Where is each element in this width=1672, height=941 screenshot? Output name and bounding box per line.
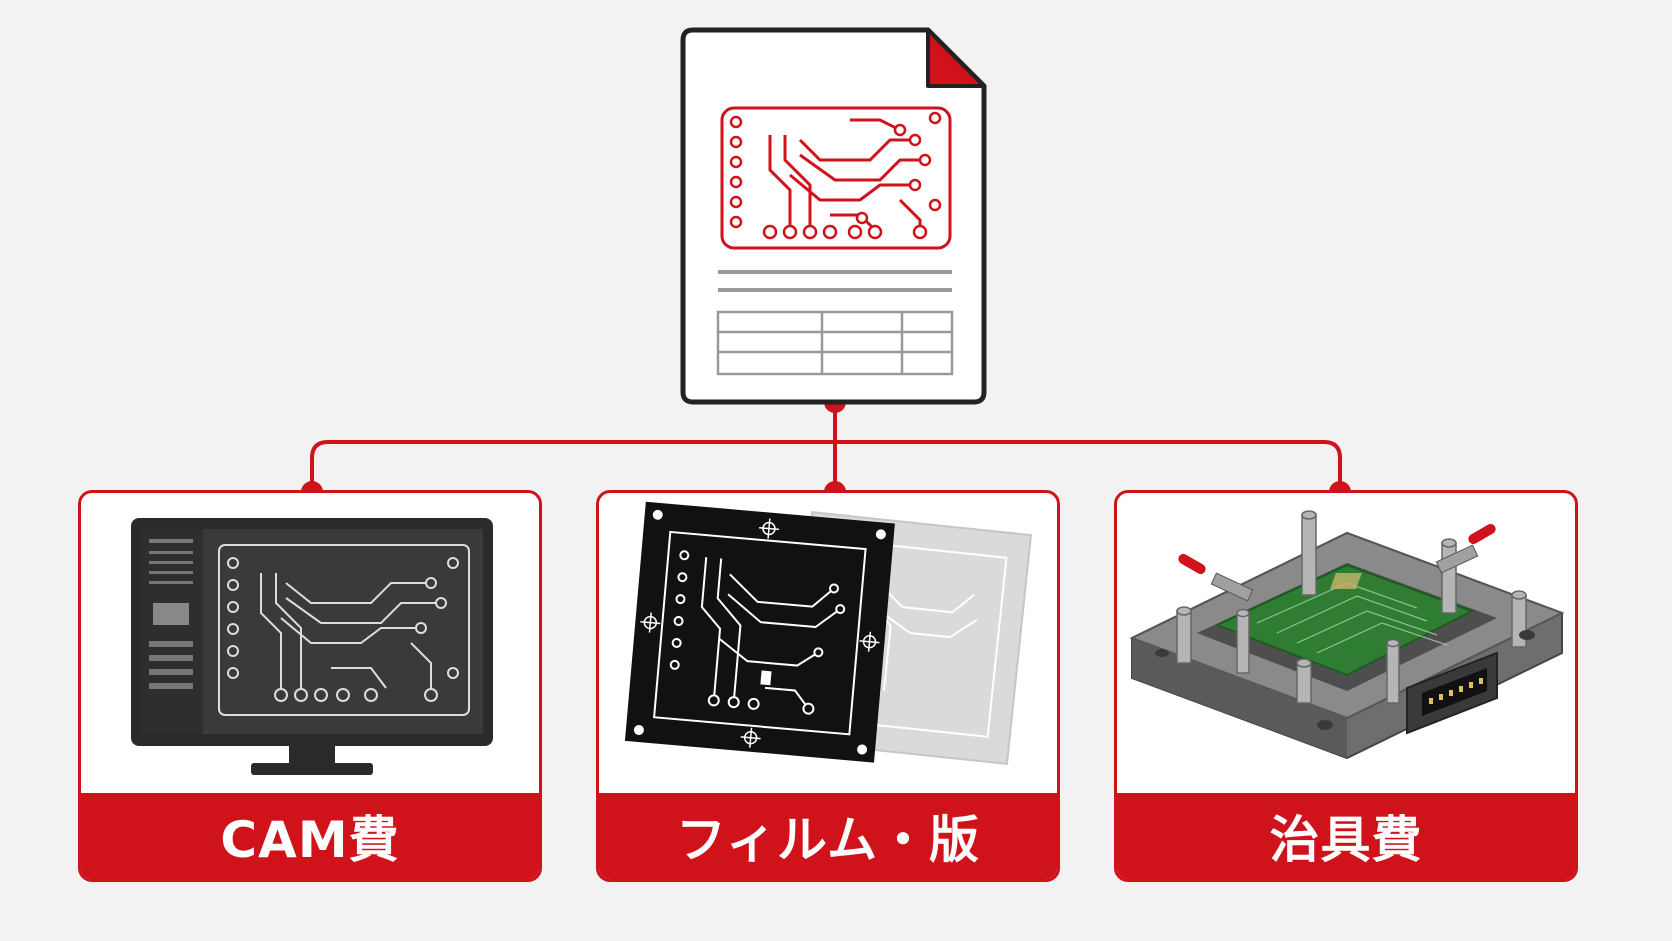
jig-cost-card: 治具費 [1114,490,1578,882]
pcb-pads [729,111,942,240]
film-plate-card: フィルム・版 [596,490,1060,882]
pcb-design-document-icon [680,27,987,405]
cam-cost-card: CAM費 [78,490,542,882]
test-fixture-jig-icon [1129,510,1565,760]
connector-lines [310,402,1342,492]
jig-cost-label: 治具費 [1117,793,1575,879]
monitor-cam-software-icon [131,518,493,775]
connector-dots [301,391,1351,503]
toggle-clamps [1178,524,1496,602]
branch-line [310,440,1342,492]
folded-corner [926,28,986,88]
film-plate-icon [624,501,1033,765]
cam-cost-label: CAM費 [81,793,539,879]
edge-connector [1406,651,1498,735]
black-film [624,501,895,763]
document-text-lines [718,270,952,292]
document-table [716,310,954,376]
film-plate-label: フィルム・版 [599,793,1057,879]
